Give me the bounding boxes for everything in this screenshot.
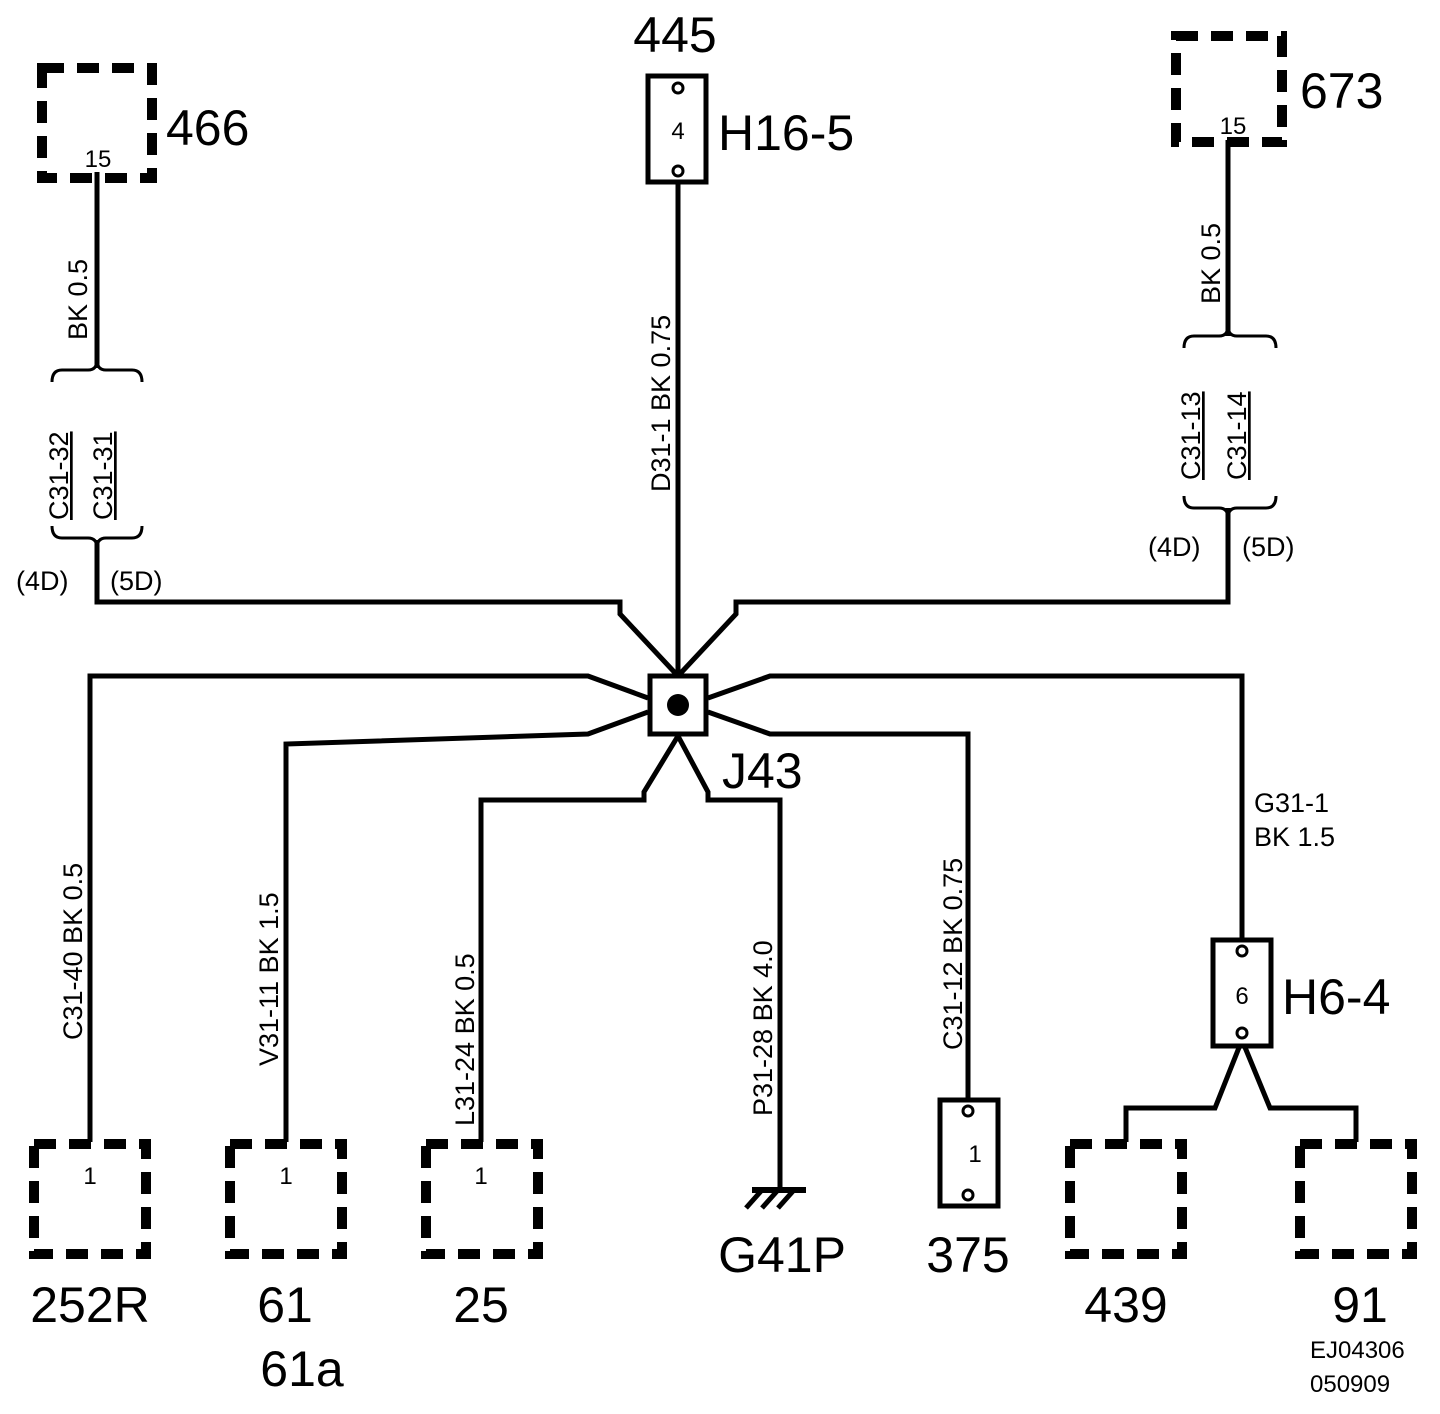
component-label-alt: 61a <box>260 1341 344 1397</box>
component-466: 15 466 <box>37 63 249 183</box>
pin-label: 1 <box>83 1163 96 1190</box>
variant-4d: (4D) <box>16 566 69 596</box>
component-label: 91 <box>1332 1277 1388 1333</box>
brace-673 <box>1182 325 1278 519</box>
diagram-date: 050909 <box>1310 1371 1390 1398</box>
component-91: 91 <box>1295 1139 1417 1333</box>
wire-252r <box>87 673 649 1142</box>
component-label: 466 <box>166 100 249 156</box>
diagram-id: EJ04306 <box>1310 1337 1405 1364</box>
component-25: 1 25 <box>421 1139 543 1333</box>
wire-alt-466-b: C31-31 <box>88 431 118 520</box>
wire-439 <box>1123 1039 1245 1142</box>
wires <box>87 140 1359 1188</box>
pin-label: 15 <box>1220 113 1247 140</box>
wire-spec-g41p: P31-28 BK 4.0 <box>748 940 778 1116</box>
ground-g41p: G41P <box>718 1187 846 1283</box>
wire-labels: BK 0.5 C31-32 C31-31 (4D) (5D) D31-1 BK … <box>16 223 1335 1126</box>
connector-h6-4: 6 H6-4 <box>1210 937 1390 1049</box>
component-label: 375 <box>926 1227 1009 1283</box>
component-439: 439 <box>1065 1139 1187 1333</box>
pin-label: 1 <box>968 1141 981 1168</box>
component-label: 445 <box>633 7 716 63</box>
variant-4d: (4D) <box>1148 532 1201 562</box>
connector-label: H6-4 <box>1282 969 1390 1025</box>
component-label: 252R <box>30 1277 150 1333</box>
component-61: 1 61 61a <box>225 1139 347 1397</box>
wire-61 <box>283 709 649 1142</box>
pin-label: 15 <box>85 146 112 173</box>
wire-alt-673-a: C31-13 <box>1176 391 1206 480</box>
wire-spec-466: BK 0.5 <box>63 259 93 340</box>
wire-spec-673: BK 0.5 <box>1196 223 1226 304</box>
component-label: 439 <box>1084 1277 1167 1333</box>
pin-label: 1 <box>474 1163 487 1190</box>
variant-5d: (5D) <box>1242 532 1295 562</box>
wire-spec-h6-4-id: G31-1 <box>1254 788 1329 818</box>
brace-466 <box>50 359 144 549</box>
wire-alt-466-a: C31-32 <box>44 431 74 520</box>
wire-h6-4 <box>707 673 1245 946</box>
wire-spec-445: D31-1 BK 0.75 <box>646 315 676 492</box>
connector-375: 1 375 <box>926 1097 1010 1283</box>
pin-label: 4 <box>671 118 684 145</box>
ground-label: G41P <box>718 1227 846 1283</box>
wire-25 <box>478 734 681 1142</box>
wire-91 <box>1239 1039 1359 1142</box>
pin-label: 1 <box>279 1163 292 1190</box>
splice-j43: J43 <box>647 673 803 799</box>
wire-alt-673-b: C31-14 <box>1222 391 1252 480</box>
variant-5d: (5D) <box>110 566 163 596</box>
wire-g41p <box>675 734 783 1188</box>
connector-h16-5: 445 4 H16-5 <box>633 7 854 185</box>
wire-466-lower <box>94 540 680 678</box>
connector-label: H16-5 <box>718 105 854 161</box>
component-label: 61 <box>257 1277 313 1333</box>
component-label: 25 <box>453 1277 509 1333</box>
wire-spec-h6-4-size: BK 1.5 <box>1254 822 1335 852</box>
wire-375 <box>707 709 971 1104</box>
wire-spec-375: C31-12 BK 0.75 <box>938 858 968 1050</box>
component-673: 15 673 <box>1171 31 1383 147</box>
component-label: 673 <box>1300 63 1383 119</box>
splice-label: J43 <box>722 743 803 799</box>
component-252r: 1 252R <box>29 1139 151 1333</box>
wire-spec-25: L31-24 BK 0.5 <box>450 953 480 1126</box>
wire-spec-61: V31-11 BK 1.5 <box>254 892 284 1066</box>
wire-spec-252r: C31-40 BK 0.5 <box>58 863 88 1040</box>
pin-label: 6 <box>1235 983 1248 1010</box>
wire-673-lower <box>676 508 1231 678</box>
